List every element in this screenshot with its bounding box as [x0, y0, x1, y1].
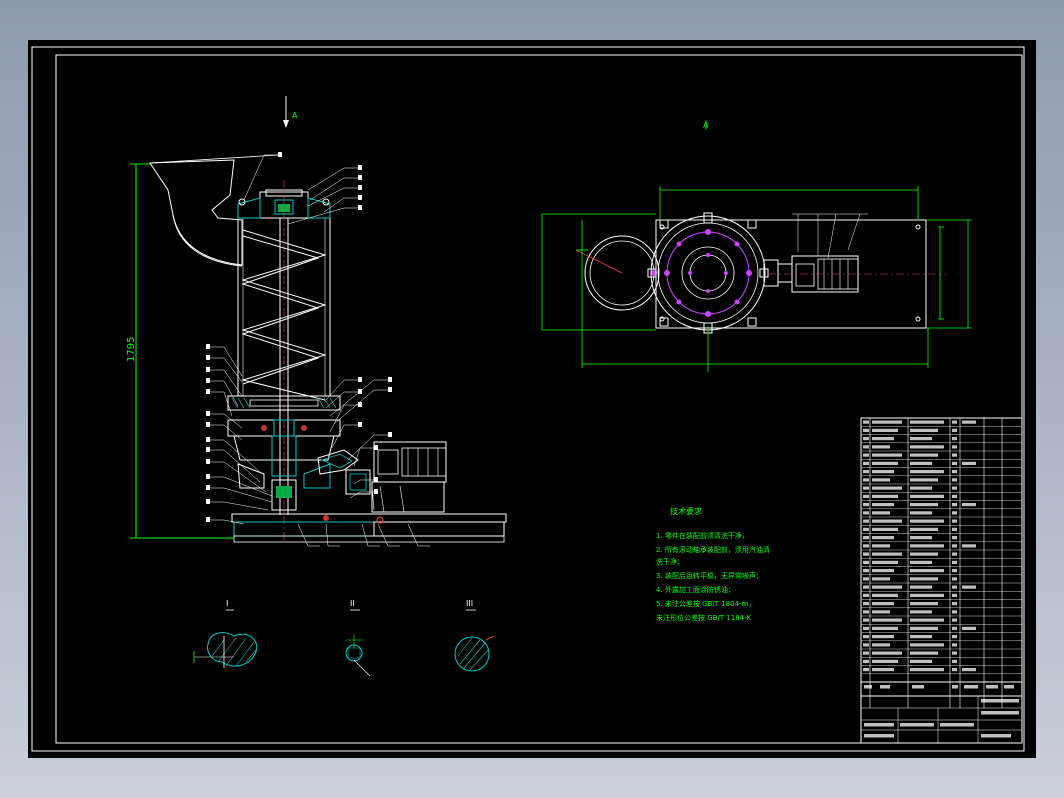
section-label-2: II [350, 599, 355, 608]
tech-req-line-1: 1. 零件在装配前须清洗干净， [656, 531, 749, 540]
tech-req-line-7: 未注形位公差按 GB/T 1184-K [656, 613, 752, 622]
tech-req-line-5: 4. 外露加工面涂防锈油； [656, 585, 735, 594]
drawing-outer-frame [31, 46, 1025, 752]
height-dimension: 1795 [126, 337, 137, 362]
section-details: I II III [193, 599, 495, 677]
tech-req-line-2: 2. 所有滚动轴承装配前，须用汽油清 [656, 545, 770, 554]
drawing-inner-frame [55, 54, 1023, 744]
top-view: A [541, 120, 972, 372]
view-label-front: A [292, 111, 298, 120]
technical-requirements: 技术要求 1. 零件在装配前须清洗干净， 2. 所有滚动轴承装配前，须用汽油清 … [656, 506, 770, 622]
hopper-circle-outer [584, 235, 660, 311]
title-block [860, 695, 1023, 744]
tech-req-line-4: 3. 装配后运转平稳，无异常噪声； [656, 571, 763, 580]
section-label-1: I [226, 599, 228, 608]
section-label-3: III [466, 599, 473, 608]
tech-req-line-3: 洗干净； [656, 557, 684, 566]
front-section-view: A [126, 96, 507, 547]
engineering-drawing: A [31, 46, 1025, 752]
base-plate [231, 513, 507, 523]
screw-flights [241, 229, 327, 401]
tech-req-title: 技术要求 [670, 506, 702, 516]
tech-req-line-6: 5. 未注公差按 GB/T 1804-m， [656, 599, 755, 608]
bill-of-materials [860, 417, 1023, 744]
cad-viewport[interactable]: A [28, 40, 1036, 758]
